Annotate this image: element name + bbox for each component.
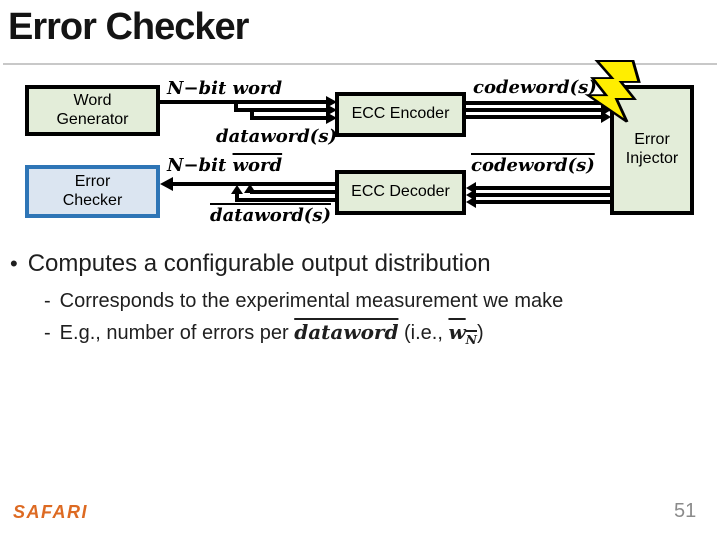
word-generator-label-line2: Generator — [56, 110, 129, 128]
math-w: w — [448, 320, 466, 344]
bullet-sub-1-marker: - — [44, 290, 51, 312]
math-w-subscript: N — [465, 332, 477, 347]
bullet-main-text: Computes a configurable output distribut… — [27, 250, 491, 277]
math-dataword-overlined: dataword — [294, 320, 399, 344]
label-codeword-corrupted: codeword(s) — [471, 155, 595, 176]
error-injector-box: Error Injector — [610, 85, 694, 215]
word-generator-box: Word Generator — [25, 85, 160, 136]
error-injector-label-line2: Injector — [625, 150, 679, 167]
label-n-bit-word: N−bit word — [167, 78, 283, 99]
decoded-word-bus-arrow — [160, 177, 335, 202]
ecc-encoder-label: ECC Encoder — [351, 105, 450, 123]
error-injector-label-line1: Error — [634, 131, 670, 149]
math-w-n-overlined: wN — [448, 320, 477, 347]
ecc-decoder-box: ECC Decoder — [335, 170, 466, 215]
label-dataword-overlined: dataword(s) — [210, 205, 331, 226]
bullet-sub-2-suffix: ) — [477, 322, 484, 344]
bullet-sub-2-prefix: E.g., number of errors per — [59, 322, 295, 344]
bullet-sub-2-marker: - — [44, 322, 51, 344]
label-codeword: codeword(s) — [473, 77, 597, 98]
bullet-sub-1: - Corresponds to the experimental measur… — [44, 290, 563, 313]
error-checker-box: Error Checker — [25, 165, 160, 218]
label-n-bit-prefix: N−bit — [167, 155, 233, 176]
title-underline — [3, 63, 717, 65]
label-codeword-overlined: codeword(s) — [471, 155, 595, 176]
codeword-bus-arrow — [466, 97, 611, 123]
safari-logo: SAFARI — [13, 502, 89, 522]
slide-title: Error Checker — [8, 6, 249, 48]
label-word-overlined: word — [232, 155, 283, 176]
bullet-sub-2: - E.g., number of errors per dataword (i… — [44, 320, 484, 347]
word-generator-label-line1: Word — [73, 91, 112, 109]
bullet-sub-2-mid: (i.e., — [398, 322, 449, 344]
label-dataword: dataword(s) — [216, 126, 337, 147]
corrupted-codeword-bus-arrow — [466, 182, 610, 208]
bullet-marker: • — [10, 251, 18, 276]
error-checker-label-line2: Checker — [62, 191, 123, 209]
error-checker-label-line1: Error — [74, 172, 111, 190]
bullet-sub-1-text: Corresponds to the experimental measurem… — [59, 290, 564, 312]
bullet-main: • Computes a configurable output distrib… — [10, 250, 491, 278]
dataword-bus-arrow — [160, 96, 337, 124]
bullet-sub-2-text: E.g., number of errors per dataword (i.e… — [60, 320, 484, 347]
label-n-bit-word-decoded: N−bit word — [167, 155, 282, 176]
ecc-encoder-box: ECC Encoder — [335, 92, 466, 137]
page-number: 51 — [674, 500, 697, 522]
label-dataword-decoded: dataword(s) — [210, 205, 331, 226]
ecc-decoder-label: ECC Decoder — [351, 183, 450, 201]
